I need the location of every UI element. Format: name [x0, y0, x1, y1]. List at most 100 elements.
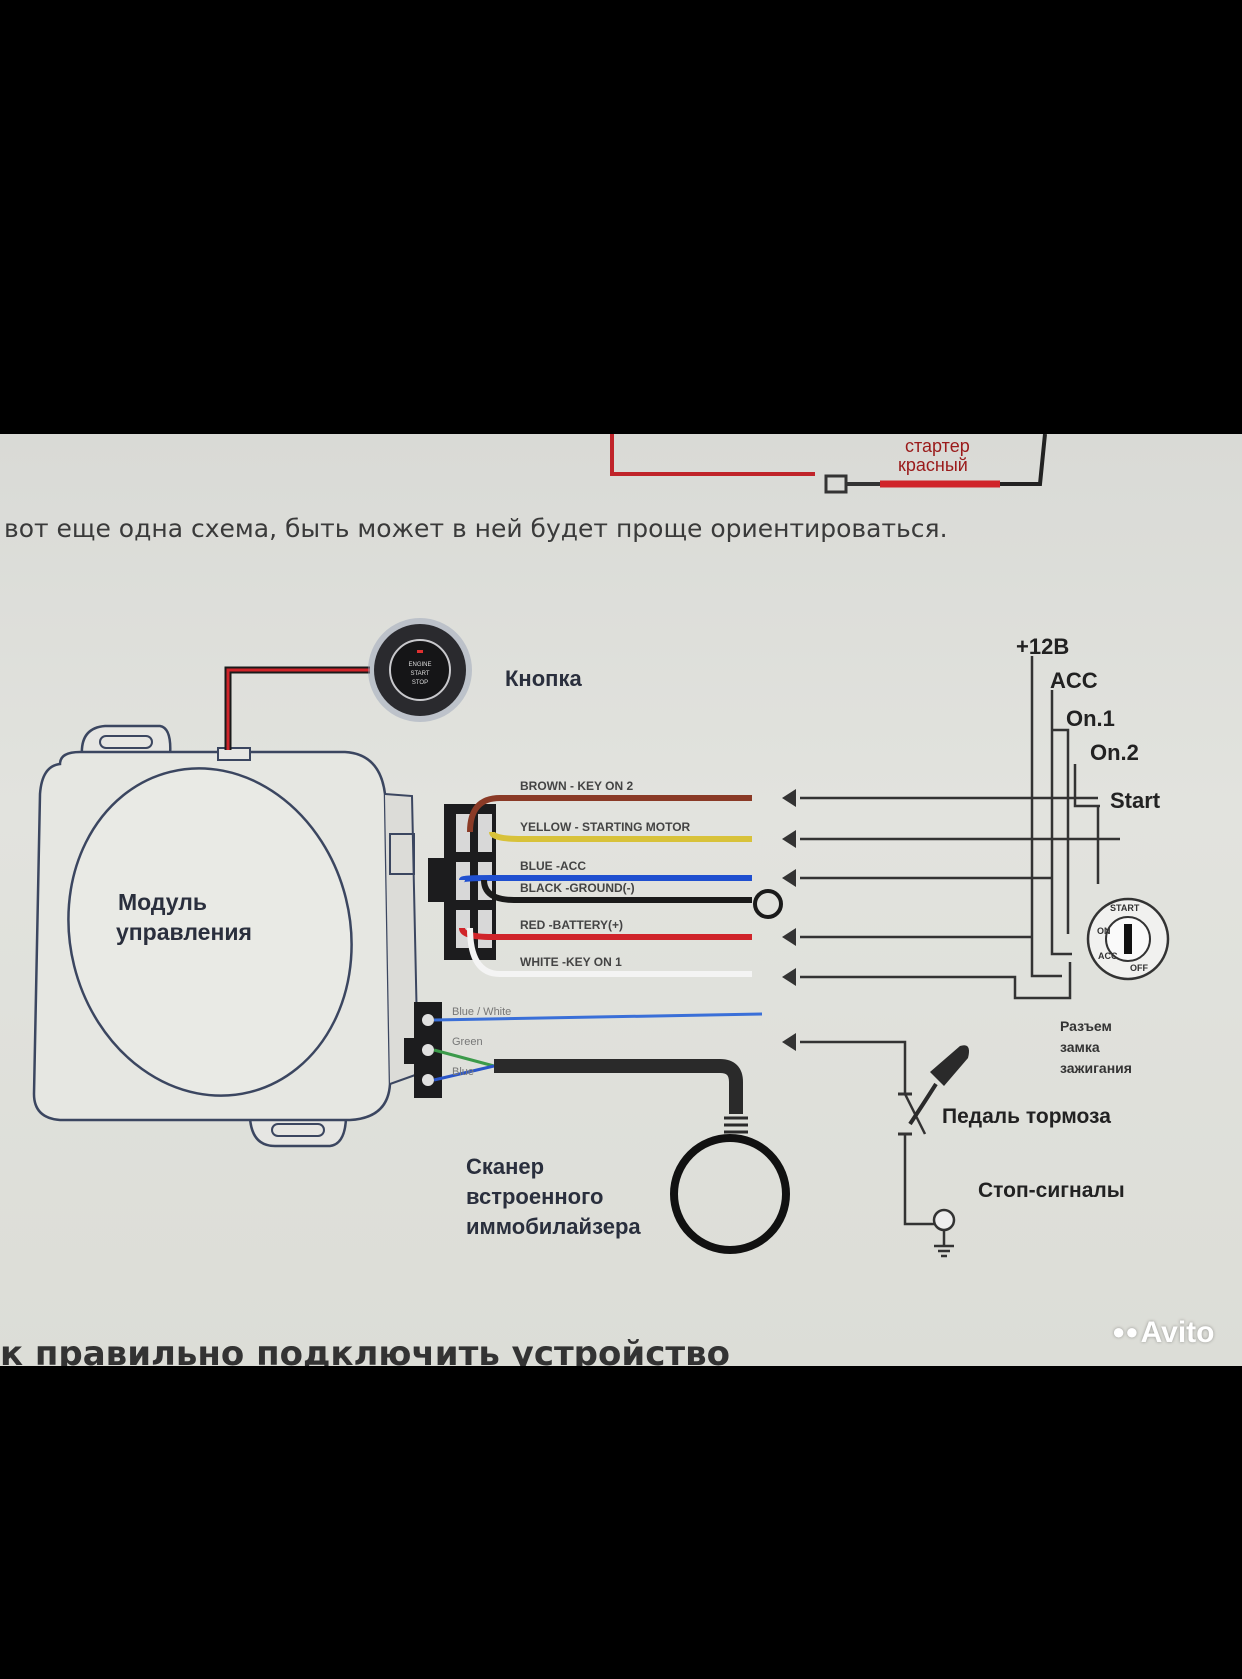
- control-module: Модуль управления: [32, 724, 420, 1148]
- ignition-switch: START ON ACC OFF +12В ACC On.1 On.2 Star…: [800, 634, 1170, 1076]
- lower-wire-label-0: Blue / White: [452, 1006, 511, 1018]
- wire-label-2: BLUE -ACC: [520, 859, 586, 873]
- red-wire-fragment: [610, 434, 815, 476]
- pin-3: [456, 862, 470, 900]
- scanner-label-line1: Сканер: [466, 1154, 544, 1179]
- arrow-icon-1: [782, 830, 796, 848]
- button-cable-inner: [226, 668, 370, 750]
- pin-1: [456, 814, 470, 852]
- brake-to-lamp-line: [903, 1134, 936, 1226]
- ignition-key: [1124, 924, 1132, 954]
- arrow-icon-3: [782, 928, 796, 946]
- wire-3: [481, 879, 752, 903]
- module-oval: [67, 767, 353, 1097]
- button-face: [389, 639, 451, 701]
- button-face-line2: START: [410, 671, 429, 677]
- start-button: ENGINE START STOP Кнопка: [224, 618, 582, 750]
- arrow-icon-0: [782, 789, 796, 807]
- wire-label-5: WHITE -KEY ON 1: [520, 955, 622, 969]
- on2-line: [1073, 764, 1100, 808]
- button-label: Кнопка: [505, 666, 582, 691]
- footer-heading: к правильно подключить устройство: [0, 1334, 730, 1366]
- lower-connector-latch: [404, 1038, 416, 1064]
- connector-latch: [428, 858, 446, 902]
- connector-label-line3: зажигания: [1060, 1060, 1132, 1076]
- ignition-off-label: OFF: [1130, 963, 1148, 973]
- brake-label: Педаль тормоза: [942, 1105, 1111, 1128]
- lower-wire-1: [433, 1048, 495, 1068]
- pin-2: [478, 814, 492, 852]
- lower-pin-1: [422, 1014, 434, 1026]
- arrow-icon-2: [782, 869, 796, 887]
- wire-1: [489, 831, 752, 842]
- button-indicator: [417, 650, 423, 653]
- wire-label-0: BROWN - KEY ON 2: [520, 779, 633, 793]
- wire-0: [467, 795, 752, 833]
- scanner-cable: [494, 1059, 743, 1114]
- avito-watermark: ●●Avito: [1112, 1316, 1214, 1350]
- wire-5: [467, 927, 752, 977]
- scanner-ring: [670, 1134, 790, 1254]
- arrow-group: [782, 789, 796, 1051]
- mount-slot-bottom: [271, 1123, 325, 1137]
- label-start: Start: [1110, 788, 1161, 813]
- scanner-label-line2: встроенного: [466, 1184, 603, 1209]
- immobilizer-scanner: Сканер встроенного иммобилайзера: [466, 1059, 790, 1254]
- arrow-icon-5: [782, 1033, 796, 1051]
- lower-pin-2: [422, 1044, 434, 1056]
- ignition-on-label: ON: [1097, 926, 1111, 936]
- lower-wire-2: [433, 1064, 495, 1082]
- wiring-diagram: стартер красный Модуль управления ENGIN: [32, 434, 1170, 1258]
- on1-line: [1052, 728, 1070, 934]
- lower-wire-label-2: Blue: [452, 1066, 474, 1078]
- wire-label-4: RED -BATTERY(+): [520, 918, 623, 932]
- caption-text: вот еще одна схема, быть может в ней буд…: [4, 514, 948, 543]
- lower-pin-3: [422, 1074, 434, 1086]
- module-side-port: [389, 833, 415, 875]
- stop-label: Стоп-сигналы: [978, 1179, 1125, 1202]
- stop-lamp-icon: [932, 1208, 956, 1232]
- ignition-start-label: START: [1110, 903, 1140, 913]
- terminal-icon: [824, 474, 848, 494]
- module-mount-bottom: [248, 1116, 348, 1148]
- black-wire-fragment: [1000, 434, 1047, 486]
- button-face-line3: STOP: [412, 680, 428, 686]
- module-side: [384, 793, 420, 1085]
- avito-watermark-text: Avito: [1140, 1316, 1215, 1349]
- connector-label-line1: Разъем: [1060, 1018, 1112, 1034]
- lower-wire-label-1: Green: [452, 1036, 483, 1048]
- brake-signal-line: [800, 1040, 907, 1094]
- label-on1: On.1: [1066, 706, 1115, 731]
- wire-2: [459, 875, 752, 883]
- label-plus12: +12В: [1016, 634, 1069, 659]
- module-label-line2: управления: [116, 919, 252, 945]
- wire-label-1: YELLOW - STARTING MOTOR: [520, 820, 691, 834]
- label-acc: ACC: [1050, 668, 1098, 693]
- red-label: красный: [898, 455, 968, 475]
- ground-ring-icon: [753, 889, 783, 919]
- brake-pedal-pad-icon: [930, 1045, 969, 1086]
- connector-label-line2: замка: [1060, 1039, 1100, 1055]
- wire-line-white: [800, 962, 1072, 1000]
- mount-slot-top: [99, 735, 153, 749]
- button-cable-port: [217, 747, 251, 761]
- scanner-label-line3: иммобилайзера: [466, 1214, 641, 1239]
- brake-pedal-arm-icon: [908, 1082, 938, 1126]
- wire-group: BROWN - KEY ON 2 YELLOW - STARTING MOTOR B…: [459, 779, 783, 977]
- module-label-line1: Модуль: [118, 889, 207, 915]
- acc-line: [1050, 690, 1072, 956]
- pin-6: [478, 910, 492, 948]
- ignition-acc-label: ACC: [1098, 951, 1118, 961]
- wire-label-3: BLACK -GROUND(-): [520, 881, 635, 895]
- brake-circuit: Педаль тормоза Стоп-сигналы: [800, 1040, 1125, 1258]
- plus12-line: [1030, 656, 1062, 978]
- lower-wire-0: [433, 1012, 763, 1022]
- previous-diagram-fragment: стартер красный: [610, 434, 1047, 494]
- avito-logo-icon: ●●: [1112, 1319, 1139, 1344]
- button-cable-outer: [224, 666, 370, 750]
- arrow-icon-4: [782, 968, 796, 986]
- button-face-line1: ENGINE: [408, 662, 431, 668]
- label-on2: On.2: [1090, 740, 1139, 765]
- starter-label: стартер: [905, 436, 970, 456]
